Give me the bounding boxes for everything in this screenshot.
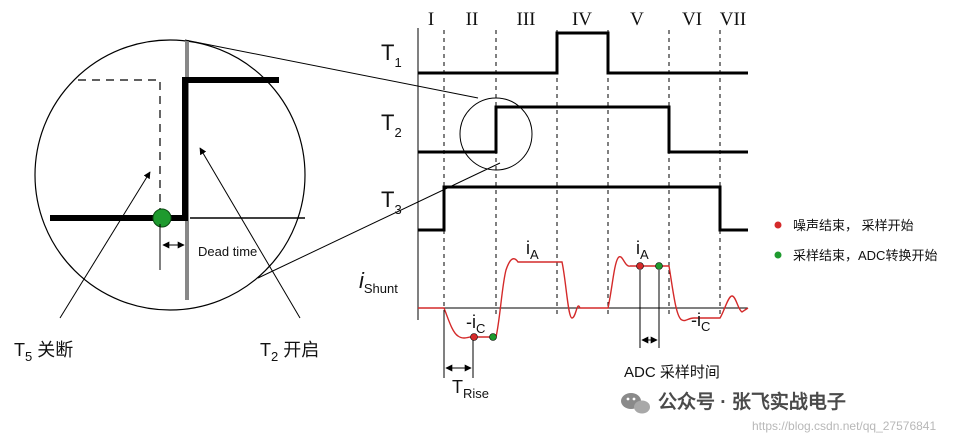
- t1-waveform: [418, 31, 748, 75]
- t3-label: T3: [381, 187, 402, 217]
- zoom-circle: [34, 39, 306, 311]
- t3-waveform: [418, 185, 748, 232]
- zoom-t2-trace: [50, 77, 279, 221]
- watermark-text: 公众号 · 张飞实战电子: [658, 390, 846, 413]
- t2-on-label: T2 开启: [260, 340, 319, 364]
- legend-red-dot: [774, 221, 782, 229]
- noise-end-dot: [470, 333, 478, 341]
- sample-end-dot: [489, 333, 497, 341]
- watermark-url: https://blog.csdn.net/qq_27576841: [752, 419, 936, 433]
- t2-edge-zoom-marker: [459, 97, 533, 171]
- ishunt-label: iShunt: [359, 268, 398, 296]
- ishunt-waveform: [418, 256, 749, 339]
- zoom-sample-dot: [152, 208, 172, 228]
- zoom-t5-dashed: [78, 79, 161, 215]
- t2-pointer: [199, 147, 301, 319]
- phase-label: IV: [572, 9, 592, 30]
- t2-label: T2: [381, 110, 402, 140]
- phase-label: I: [428, 9, 434, 30]
- ia-label-2: iA: [636, 238, 649, 262]
- trise-label: TRise: [452, 377, 489, 401]
- sample-end-dot: [655, 262, 663, 270]
- legend-green-dot: [774, 251, 782, 259]
- t5-off-label: T5 关断: [14, 340, 73, 364]
- t5-pointer: [59, 171, 151, 319]
- adc-sample-time-label: ADC 采样时间: [624, 364, 720, 381]
- noise-end-dot: [636, 262, 644, 270]
- zoom-detail: Dead time: [34, 39, 306, 319]
- phase-label: VII: [720, 9, 746, 30]
- watermark: 公众号 · 张飞实战电子 https://blog.csdn.net/qq_27…: [621, 390, 936, 433]
- ia-label-1: iA: [526, 238, 539, 262]
- t2-waveform: [418, 105, 748, 154]
- phase-label: V: [630, 9, 644, 30]
- legend-green-text: 采样结束，ADC转换开始: [793, 248, 937, 263]
- zoom-connector-top: [184, 39, 479, 99]
- ic-label-1: -iC: [466, 312, 485, 336]
- phase-labels: I II III IV V VI VII: [428, 9, 746, 30]
- phase-label: III: [517, 9, 536, 30]
- ic-label-2: -iC: [691, 310, 710, 334]
- t1-label: T1: [381, 40, 402, 70]
- zoom-connector-bottom: [257, 162, 501, 279]
- legend: 噪声结束， 采样开始 采样结束，ADC转换开始: [774, 218, 937, 263]
- wechat-icon: [621, 393, 650, 414]
- dead-time-label: Dead time: [198, 244, 257, 259]
- phase-label: II: [466, 9, 479, 30]
- legend-red-text: 噪声结束， 采样开始: [793, 218, 914, 233]
- phase-label: VI: [682, 9, 702, 30]
